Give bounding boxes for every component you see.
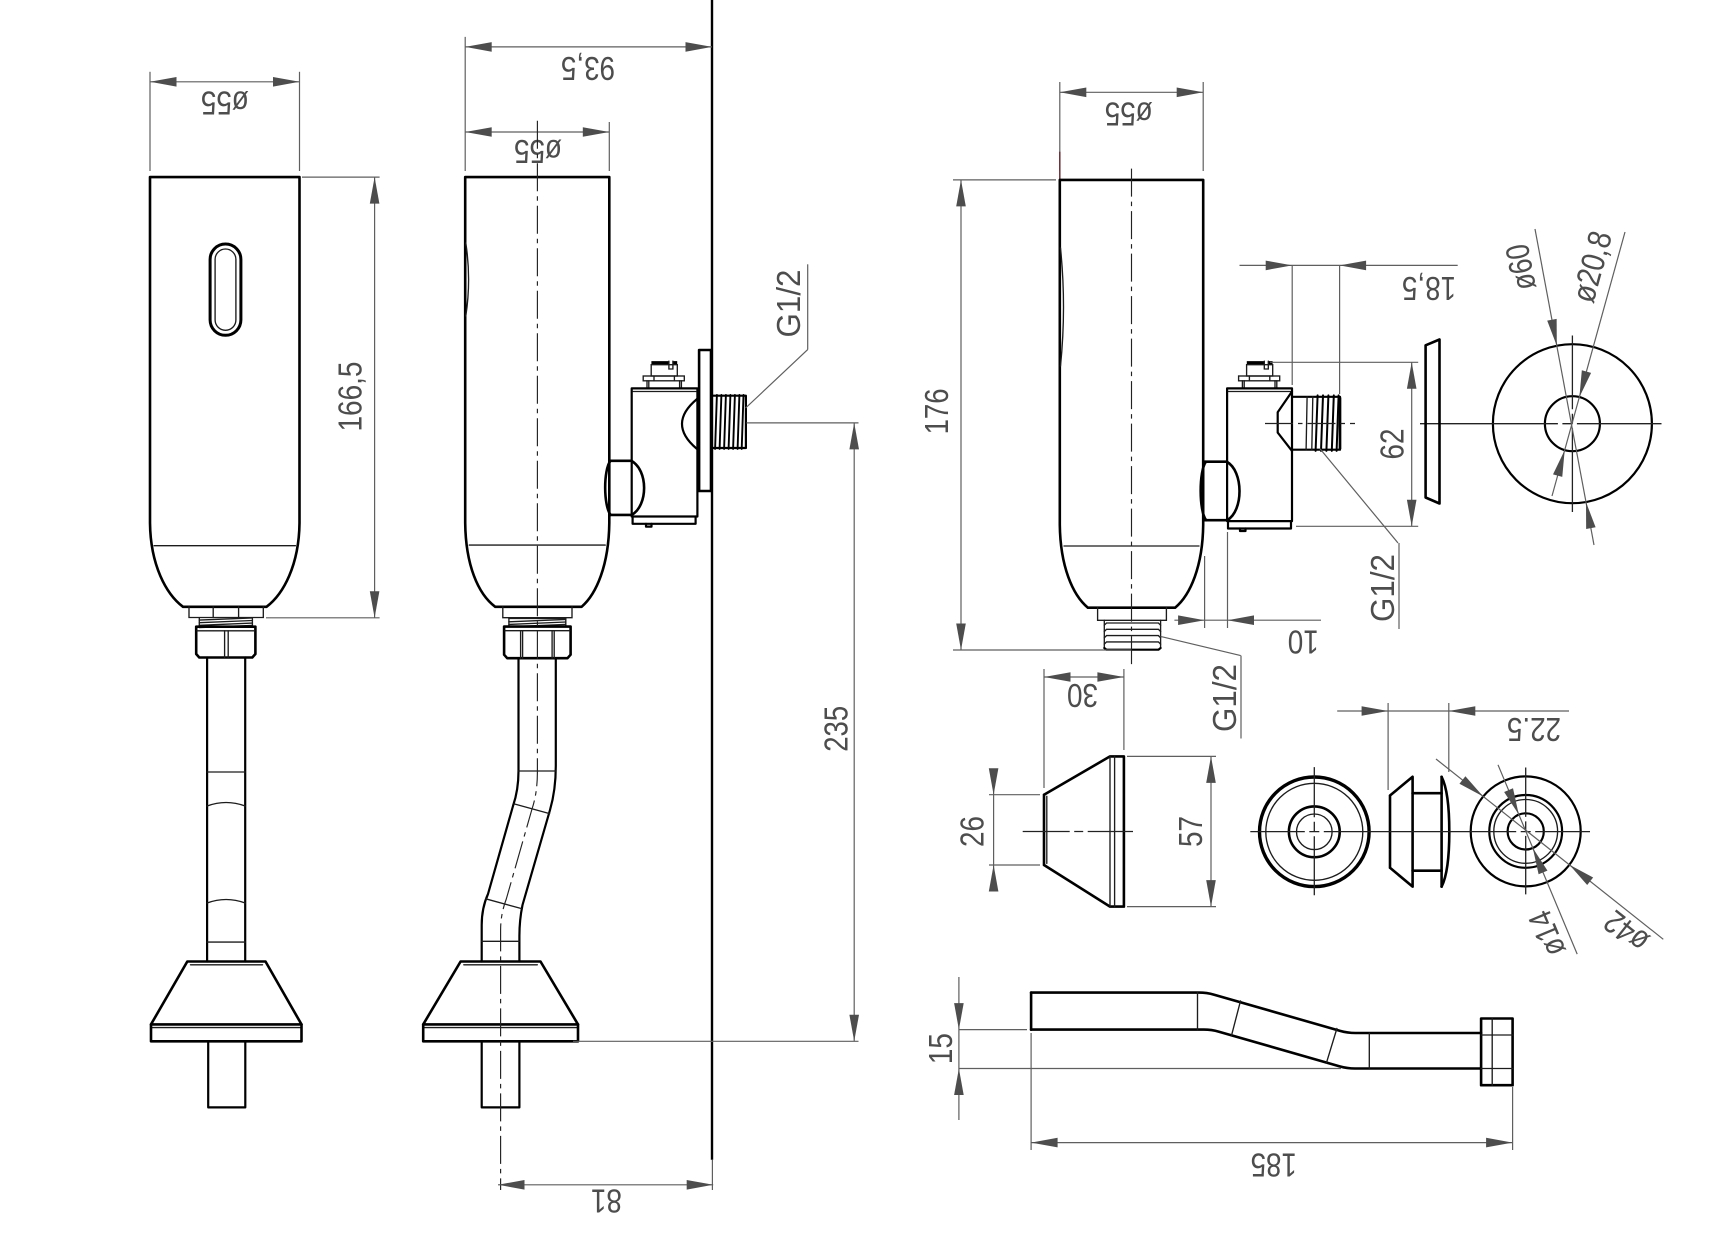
svg-text:166,5: 166,5	[331, 362, 368, 432]
svg-text:15: 15	[922, 1033, 959, 1064]
svg-text:30: 30	[1067, 677, 1098, 714]
svg-text:ø55: ø55	[1105, 96, 1153, 133]
svg-text:62: 62	[1374, 429, 1411, 460]
svg-text:176: 176	[918, 388, 955, 434]
svg-text:81: 81	[591, 1183, 622, 1220]
svg-text:185: 185	[1251, 1146, 1297, 1183]
svg-text:57: 57	[1172, 816, 1209, 847]
svg-text:ø55: ø55	[514, 133, 562, 170]
svg-text:93,5: 93,5	[561, 50, 615, 87]
svg-text:26: 26	[954, 816, 991, 847]
svg-text:10: 10	[1288, 623, 1319, 660]
svg-text:ø55: ø55	[201, 85, 249, 122]
svg-text:G1/2: G1/2	[770, 270, 807, 338]
svg-text:22.5: 22.5	[1507, 711, 1561, 748]
svg-text:G1/2: G1/2	[1364, 554, 1401, 622]
svg-text:ø60: ø60	[1498, 241, 1543, 293]
svg-text:235: 235	[818, 706, 855, 752]
svg-text:18,5: 18,5	[1402, 270, 1456, 307]
svg-text:G1/2: G1/2	[1206, 664, 1243, 732]
